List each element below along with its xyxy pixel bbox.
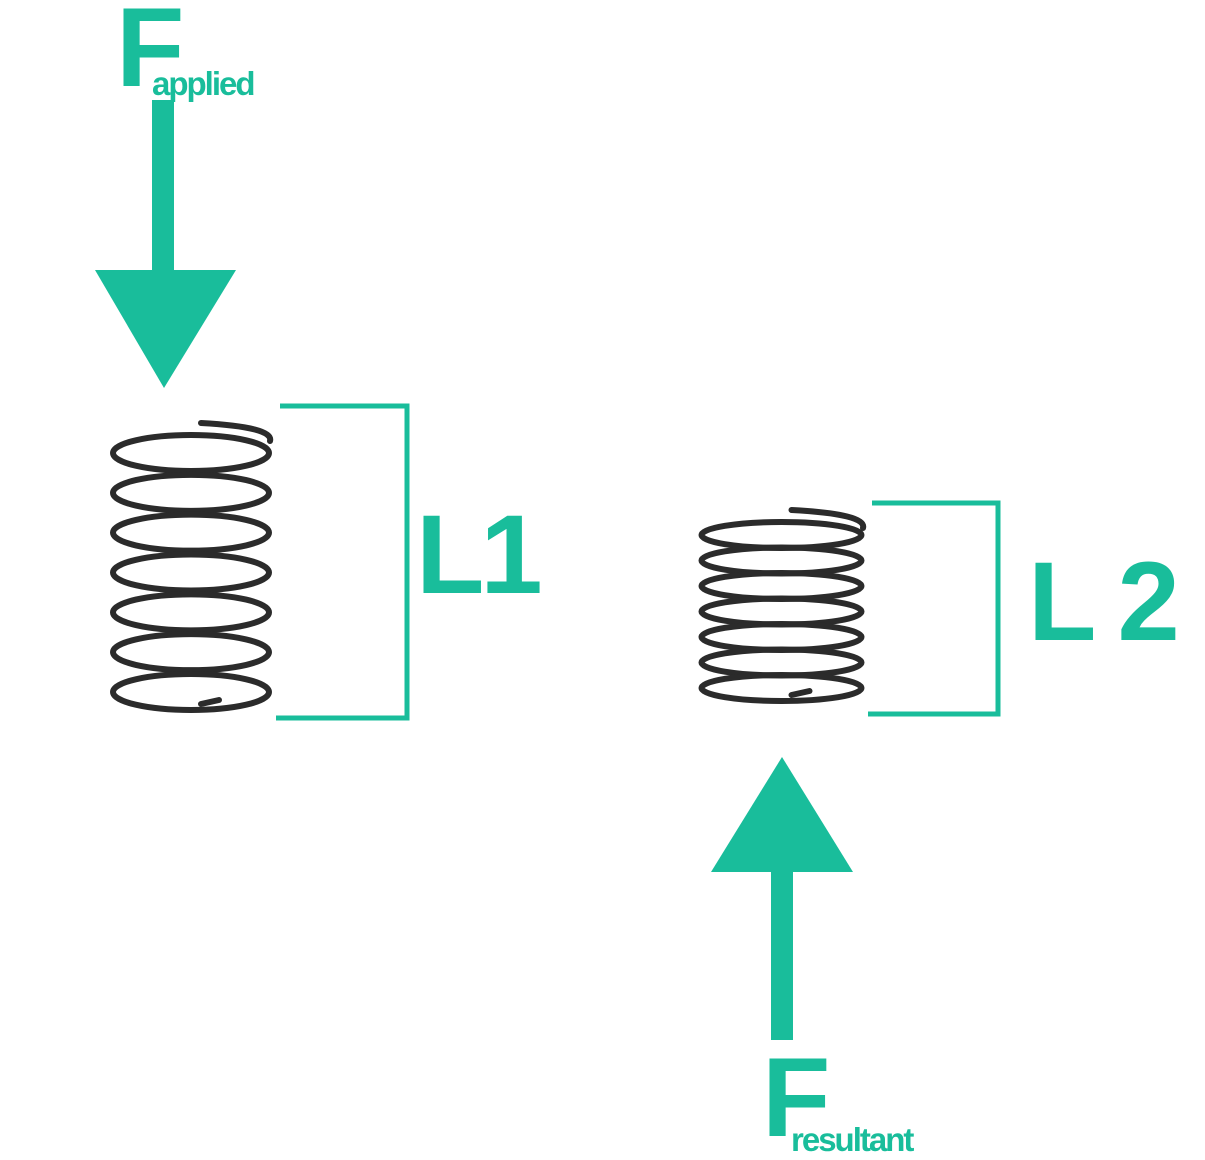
resultant-arrow-shaft [771,870,793,1040]
spring-coil [698,595,865,628]
length-label-l1: L1 [416,492,543,617]
spring-coil [698,646,865,679]
applied-force-symbol: F [116,0,184,110]
spring-compressed [698,507,867,704]
spring-top-end [198,420,274,444]
applied-force-subscript: applied [152,65,256,102]
spring-coil [110,551,272,594]
spring-coil [110,671,272,713]
length-bracket-l2 [868,500,1001,717]
resultant-force-arrow [711,757,853,1040]
resultant-force-subscript: resultant [791,1121,914,1158]
resultant-force-symbol: F [762,1035,830,1160]
applied-force-arrow [95,100,236,388]
spring-coil [698,621,865,653]
length-label-l2: L 2 [1028,539,1180,664]
spring-coil [698,672,865,704]
spring-bottom-end [788,688,813,698]
spring-bottom-end [198,697,222,707]
length-bracket-l1 [276,403,410,721]
spring-coil [698,544,865,577]
resultant-arrow-head [711,757,853,872]
applied-arrow-shaft [152,100,174,280]
spring-coil [698,519,865,551]
spring-uncompressed [110,420,274,713]
spring-coil [698,570,865,602]
spring-coil [110,471,272,514]
spring-coil [110,511,272,554]
spring-coil [110,591,272,634]
spring-coil [110,631,272,674]
spring-coil [110,432,272,474]
spring-top-end [788,507,867,531]
applied-arrow-head [95,270,236,388]
